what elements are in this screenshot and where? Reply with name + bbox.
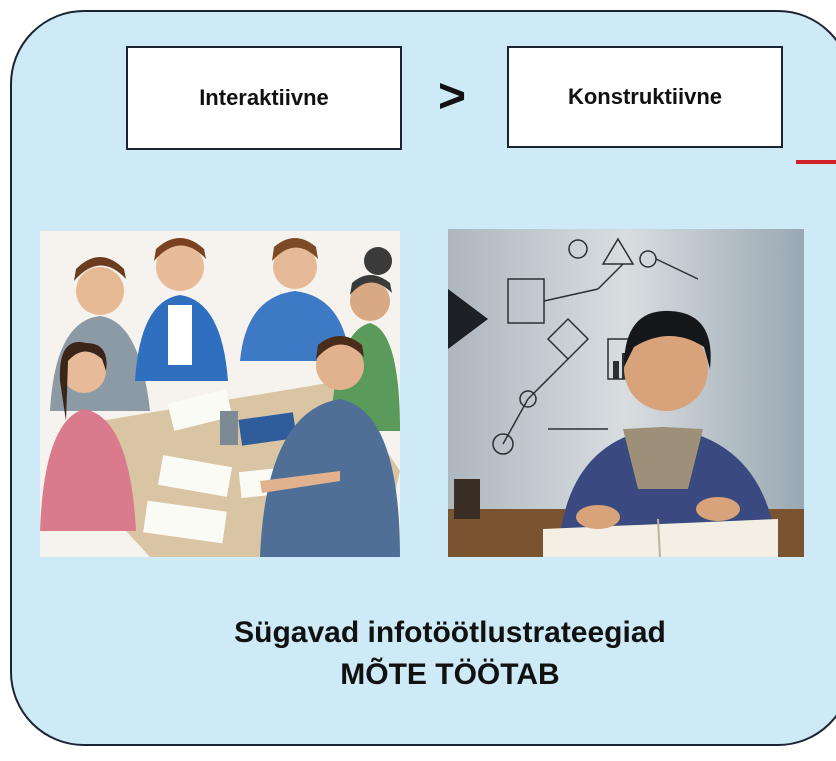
- caption-subtitle: MÕTE TÖÖTAB: [340, 658, 560, 691]
- label-constructive-text: Konstruktiivne: [567, 84, 723, 109]
- label-interactive-text: Interaktiivne: [199, 85, 329, 110]
- label-constructive: Konstruktiivne: [507, 46, 783, 148]
- red-accent-line: [796, 160, 836, 164]
- individual-study-illustration: [448, 229, 804, 557]
- caption-title: Sügavad infotöötlustrateegiad: [234, 616, 666, 649]
- individual-study-image: [448, 229, 804, 557]
- group-study-illustration: [40, 231, 400, 557]
- label-interactive: Interaktiivne: [126, 46, 402, 150]
- greater-than-symbol: >: [437, 69, 467, 123]
- group-study-image: [40, 231, 400, 557]
